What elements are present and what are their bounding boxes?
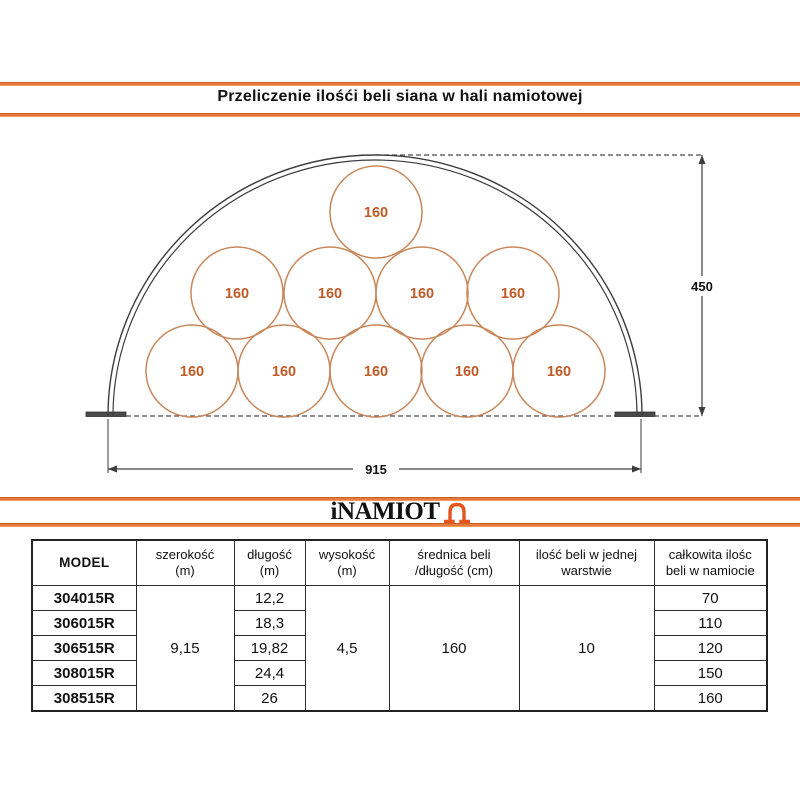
bale-circle [512,324,606,418]
arrow-up-icon [698,155,706,164]
title-rule-top [0,82,800,86]
bale-label: 160 [180,364,204,380]
bale: 160 [420,324,514,418]
calkowita-cell: 160 [653,685,768,712]
bale: 160 [145,324,239,418]
page-title: Przeliczenie ilośći beli siana w hali na… [217,88,583,105]
bale-circle [190,246,284,340]
logo-rule-top [0,497,800,501]
base-plate-left [85,411,127,417]
bale: 160 [329,324,423,418]
bale-label: 160 [455,364,479,380]
logo-rule-bottom [0,523,800,527]
srednica-beli-cell: 160 [388,585,520,712]
dlugosc-cell: 26 [233,685,306,712]
bale: 160 [190,246,284,340]
header-ilosc-beli-warstwa: ilość beli w jednej warstwie [518,539,655,586]
calkowita-cell: 110 [653,610,768,636]
logo: iNAMIOT [0,498,800,525]
bale-circle [329,165,423,259]
model-cell: 308515R [31,685,137,712]
height-dimension-label: 450 [691,279,713,294]
tent-arch-outer-line [107,154,643,417]
bale: 160 [329,165,423,259]
dlugosc-cell: 12,2 [233,585,306,611]
hay-bales: 160 160 160 160 160 160 [145,165,606,418]
bale-circle [466,246,560,340]
width-label-bg [353,459,399,479]
header-dlugosc: długość (m) [233,539,306,586]
bale-label: 160 [364,364,388,380]
calkowita-cell: 70 [653,585,768,611]
bale: 160 [237,324,331,418]
bale-label: 160 [547,364,571,380]
logo-text: iNAMIOT [330,498,441,525]
tent-arch [107,154,643,417]
szerokosc-cell: 9,15 [135,585,235,712]
dlugosc-cell: 24,4 [233,660,306,686]
tent-arch-inner-line [112,159,638,417]
bale-label: 160 [410,286,434,302]
table-row: 306515R 19,82 120 [31,635,768,661]
bale-label: 160 [225,286,249,302]
title-rule-bottom [0,113,800,117]
bale-label: 160 [272,364,296,380]
width-dimension-label: 915 [365,462,387,477]
header-wysokosc: wysokość (m) [304,539,390,586]
model-cell: 306515R [31,635,137,661]
calkowita-cell: 150 [653,660,768,686]
spec-table: MODEL szerokość (m) długość (m) wysokość… [31,539,768,712]
arrow-left-icon [108,465,117,473]
wysokosc-cell: 4,5 [304,585,390,712]
model-cell: 308015R [31,660,137,686]
bale: 160 [512,324,606,418]
header-calkowita-ilosc: całkowita ilośc beli w namiocie [653,539,768,586]
model-cell: 304015R [31,585,137,611]
table-row: 306015R 18,3 110 [31,610,768,636]
height-label-bg [685,276,719,296]
dlugosc-cell: 18,3 [233,610,306,636]
bale-circle [329,324,423,418]
bale: 160 [283,246,377,340]
bale-label: 160 [501,286,525,302]
table-row: 304015R 9,15 12,2 4,5 160 10 70 [31,585,768,712]
bale-label: 160 [364,205,388,221]
width-dimension: 915 [107,419,642,479]
tent-arch-icon [443,502,470,524]
table-row: 308015R 24,4 150 [31,660,768,686]
arrow-right-icon [632,465,641,473]
bale-circle [375,246,469,340]
model-cell: 306015R [31,610,137,636]
table-header-row: MODEL szerokość (m) długość (m) wysokość… [31,539,768,586]
calkowita-cell: 120 [653,635,768,661]
header-srednica-beli: średnica beli /długość (cm) [388,539,520,586]
arrow-down-icon [698,407,706,416]
header-szerokosc: szerokość (m) [135,539,235,586]
ilosc-beli-warstwa-cell: 10 [518,585,655,712]
dlugosc-cell: 19,82 [233,635,306,661]
header-model: MODEL [31,539,137,586]
bale: 160 [375,246,469,340]
bale-label: 160 [318,286,342,302]
base-plate-right [614,411,656,417]
height-dimension: 450 [685,155,719,416]
table-row: 308515R 26 160 [31,685,768,712]
tent-cross-section-diagram: 160 160 160 160 160 160 [85,154,719,479]
bale: 160 [466,246,560,340]
